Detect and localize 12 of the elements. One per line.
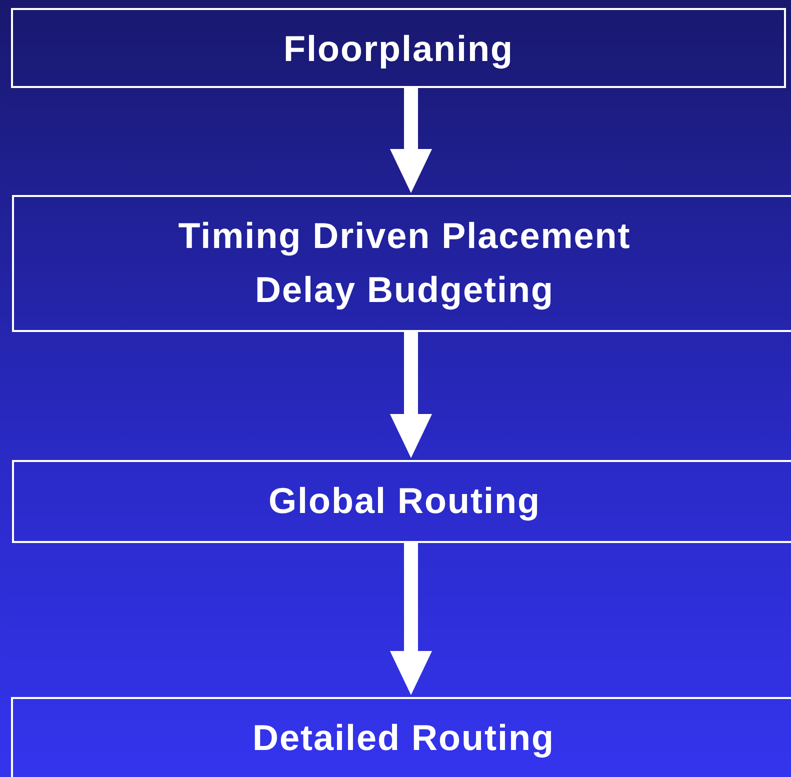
process-box — [12, 195, 791, 332]
step-label: Delay Budgeting — [254, 269, 554, 311]
process-box — [11, 697, 791, 777]
step-label: Floorplaning — [284, 28, 514, 70]
arrow — [390, 88, 432, 193]
process-box — [11, 8, 786, 88]
arrow — [390, 332, 432, 458]
step-label: Timing Driven Placement — [178, 215, 631, 257]
step-label: Detailed Routing — [252, 717, 554, 759]
step-label: Global Routing — [268, 480, 540, 522]
process-box — [12, 460, 791, 543]
arrow — [390, 543, 432, 695]
